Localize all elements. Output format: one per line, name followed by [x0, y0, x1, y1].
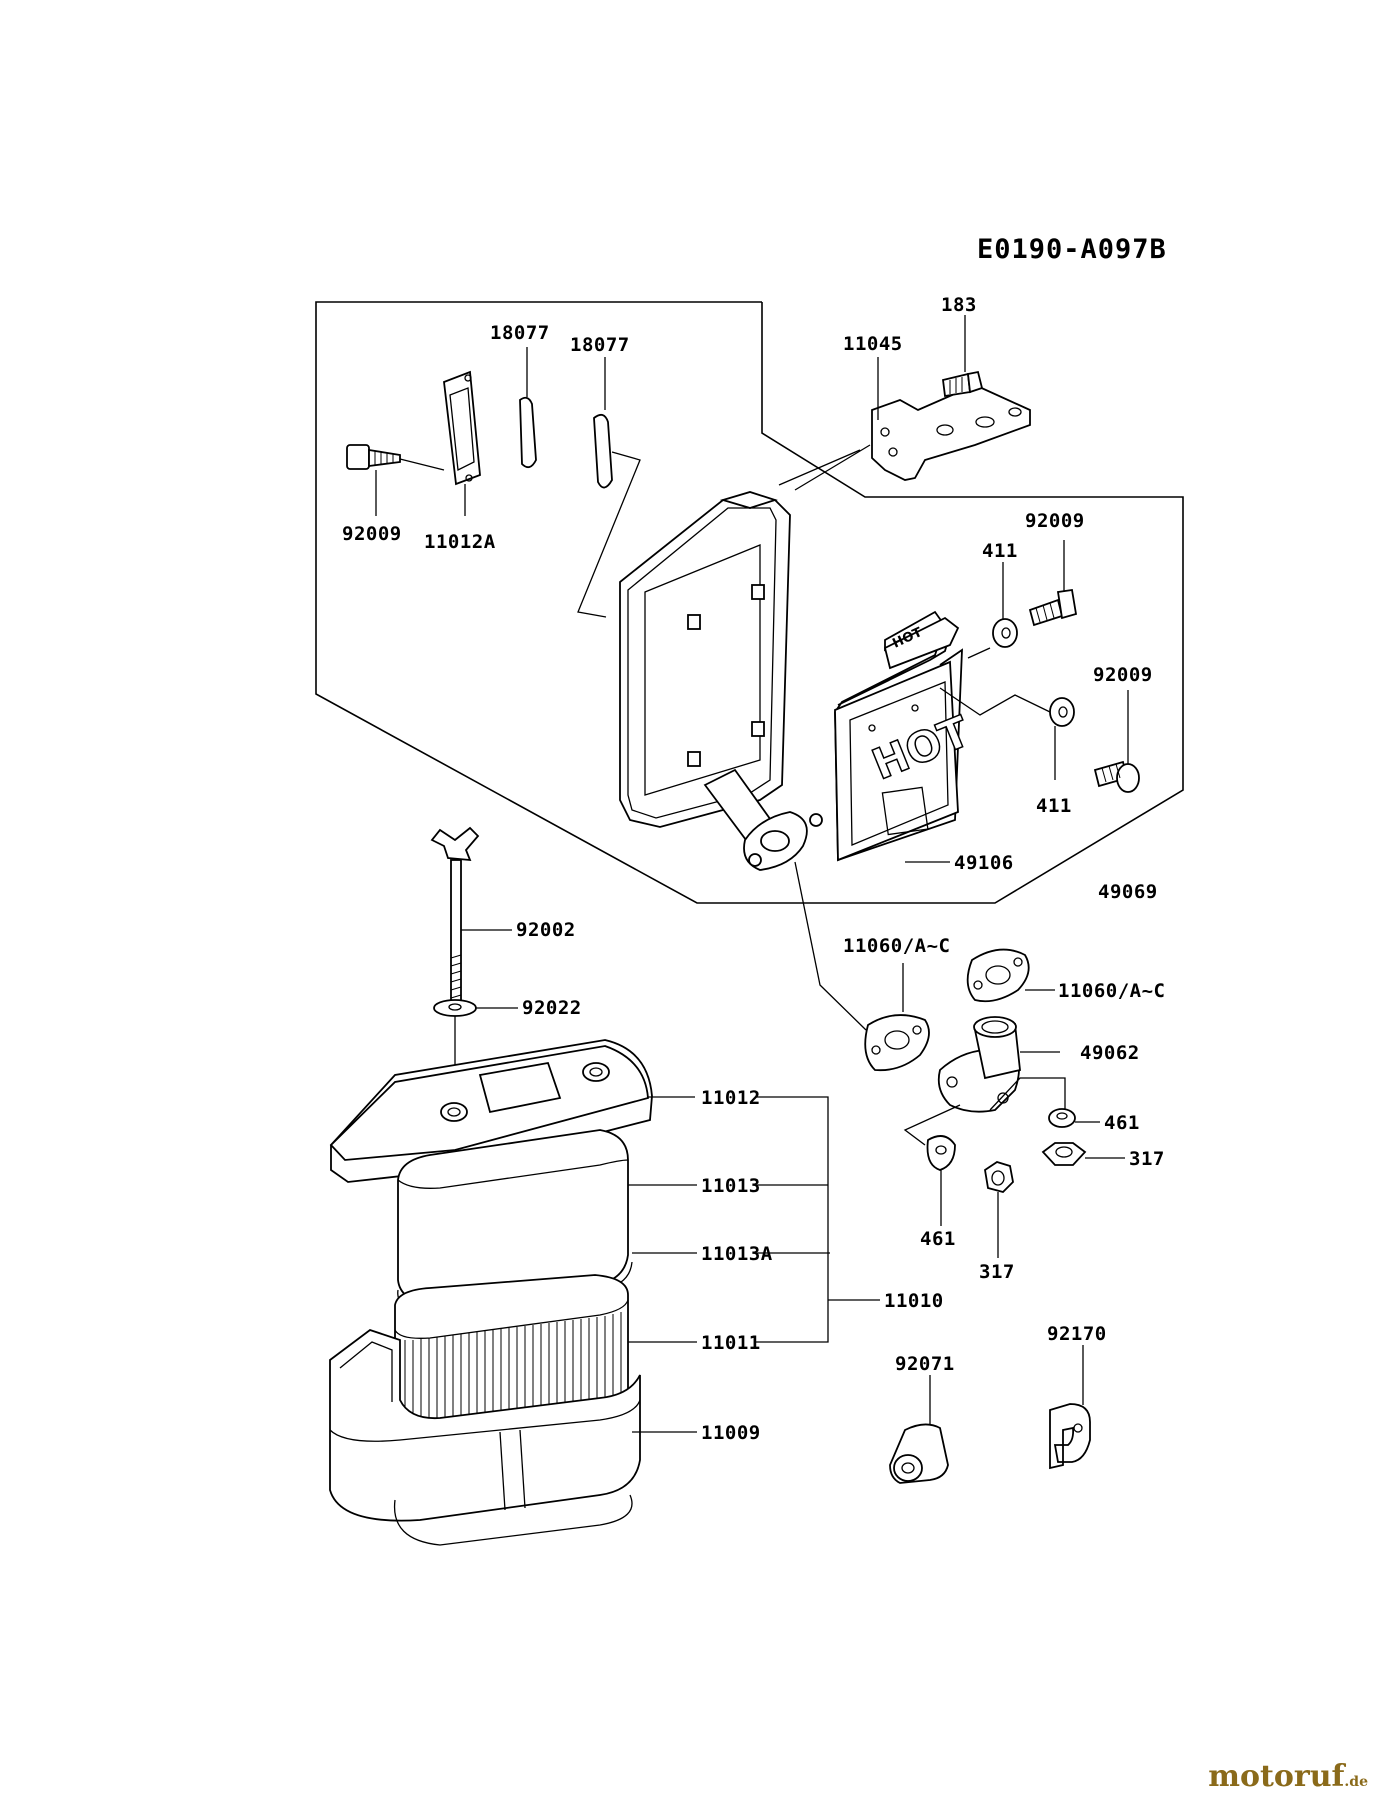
nut-317-left	[984, 1161, 1014, 1194]
label-18077-left: 18077	[490, 322, 550, 344]
washer-92022	[433, 999, 477, 1017]
label-11045: 11045	[843, 333, 903, 355]
label-92009-left: 92009	[342, 523, 402, 545]
label-49069: 49069	[1098, 881, 1158, 903]
label-92009-top-right: 92009	[1025, 510, 1085, 532]
bolt-92009-upper-right	[1028, 588, 1078, 627]
gasket-11060-lower	[864, 1014, 930, 1072]
label-411-lower: 411	[1036, 795, 1072, 817]
watermark-main: motoruf	[1208, 1759, 1345, 1794]
screen-18077-left	[519, 396, 537, 469]
label-461-left: 461	[920, 1228, 956, 1250]
label-11012: 11012	[701, 1087, 761, 1109]
label-11060-upper: 11060/A~C	[843, 935, 950, 957]
washer-411-lower	[1049, 697, 1075, 727]
cap-92071	[889, 1423, 949, 1484]
label-92071: 92071	[895, 1353, 955, 1375]
heat-shield-49106: HOT HOT	[834, 610, 977, 862]
label-411-upper: 411	[982, 540, 1018, 562]
air-cleaner-base-11009	[329, 1328, 641, 1546]
gasket-11012A	[443, 370, 481, 486]
label-49062: 49062	[1080, 1042, 1140, 1064]
label-317-left: 317	[979, 1261, 1015, 1283]
bracket-11045	[871, 384, 1031, 481]
lock-washer-461-left	[926, 1135, 956, 1171]
watermark-logo: motoruf.de	[1208, 1759, 1368, 1794]
label-18077-right: 18077	[570, 334, 630, 356]
label-49106: 49106	[954, 852, 1014, 874]
filter-pleats	[404, 1312, 622, 1425]
screen-18077-right	[593, 413, 613, 489]
label-92022: 92022	[522, 997, 582, 1019]
clamp-92170	[1049, 1403, 1091, 1470]
label-11011: 11011	[701, 1332, 761, 1354]
gasket-11060-upper	[966, 948, 1030, 1003]
lock-washer-461-right	[1048, 1108, 1076, 1128]
label-11013: 11013	[701, 1175, 761, 1197]
group-11010-bracket	[755, 1096, 829, 1343]
label-11060-right: 11060/A~C	[1058, 980, 1165, 1002]
label-11009: 11009	[701, 1422, 761, 1444]
muffler-body	[619, 491, 823, 871]
washer-411-upper	[992, 618, 1018, 648]
muffler-group-outline	[315, 301, 1184, 904]
label-11013A: 11013A	[701, 1243, 773, 1265]
label-11012A: 11012A	[424, 531, 496, 553]
label-317-right: 317	[1129, 1148, 1165, 1170]
bolt-183	[942, 370, 984, 398]
label-11010: 11010	[884, 1290, 944, 1312]
label-92002: 92002	[516, 919, 576, 941]
bolt-92009-lower-right	[1093, 760, 1140, 793]
label-183: 183	[941, 294, 977, 316]
label-92170: 92170	[1047, 1323, 1107, 1345]
label-92009-right: 92009	[1093, 664, 1153, 686]
wing-bolt-92002	[430, 826, 480, 1011]
label-461-right: 461	[1104, 1112, 1140, 1134]
nut-317-right	[1041, 1142, 1087, 1166]
pipe-joint-49062	[937, 1016, 1021, 1113]
watermark-tld: .de	[1344, 1774, 1368, 1790]
bolt-92009-left	[346, 444, 401, 470]
diagram-code: E0190-A097B	[977, 234, 1167, 265]
